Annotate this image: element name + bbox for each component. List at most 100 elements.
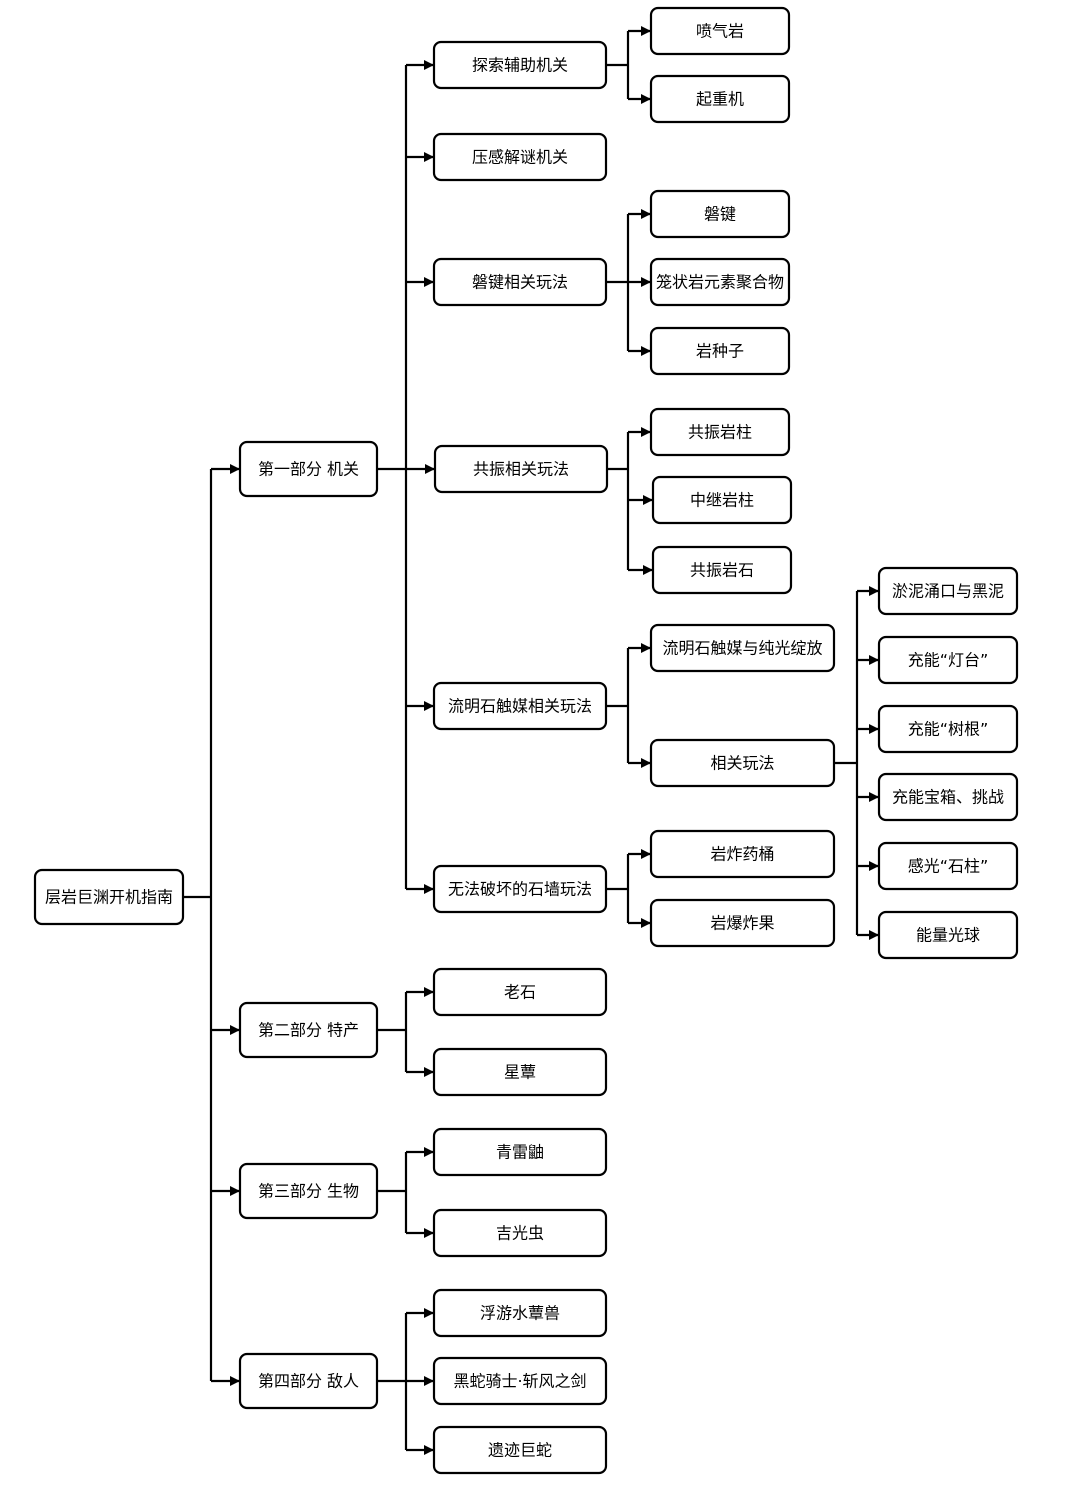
node-parts-0-children-0: 探索辅助机关 (432, 40, 608, 90)
node-label: 老石 (504, 983, 536, 1002)
node-box (877, 704, 1019, 754)
node-parts-0-children-4-children-0: 流明石触媒与纯光绽放 (649, 623, 836, 673)
node-box (649, 326, 791, 376)
node-box (432, 1356, 608, 1406)
node-box (238, 1001, 379, 1059)
node-label: 吉光虫 (496, 1224, 544, 1243)
node-label: 感光“石柱” (908, 857, 989, 876)
node-parts-1: 第二部分 特产 (238, 1001, 379, 1059)
node-label: 第二部分 特产 (258, 1021, 359, 1040)
node-box (877, 635, 1019, 685)
node-box (877, 566, 1019, 616)
node-label: 层岩巨渊开机指南 (45, 888, 173, 907)
node-parts-0-children-5-children-0: 岩炸药桶 (649, 829, 836, 879)
node-parts-2-children-0: 青雷鼬 (432, 1127, 608, 1177)
node-box (651, 475, 793, 525)
node-parts-2: 第三部分 生物 (238, 1162, 379, 1220)
node-box (433, 444, 609, 494)
node-parts-0-children-2-children-2: 岩种子 (649, 326, 791, 376)
node-parts-3-children-2: 遗迹巨蛇 (432, 1425, 608, 1475)
node-label: 岩种子 (696, 342, 744, 361)
node-parts-3: 第四部分 敌人 (238, 1352, 379, 1410)
node-label: 喷气岩 (696, 22, 744, 41)
node-parts-0-children-3-children-0: 共振岩柱 (649, 407, 791, 457)
node-label: 能量光球 (916, 926, 980, 945)
node-parts-0-children-4-children-1-children-3: 充能宝箱、挑战 (877, 772, 1019, 822)
connector-lines (183, 26, 879, 1455)
node-parts-0-children-2: 磐键相关玩法 (432, 257, 608, 307)
node-label: 流明石触媒相关玩法 (448, 697, 592, 716)
node-label: 共振岩石 (690, 561, 754, 580)
node-parts-0-children-3-children-1: 中继岩柱 (651, 475, 793, 525)
node-parts-0-children-5: 无法破坏的石墙玩法 (432, 864, 608, 914)
node-box (649, 738, 836, 788)
node-label: 起重机 (696, 90, 744, 109)
node-box (432, 864, 608, 914)
node-box (33, 868, 185, 926)
node-parts-1-children-0: 老石 (432, 967, 608, 1017)
node-label: 岩炸药桶 (710, 845, 774, 864)
node-parts-0-children-4-children-1-children-0: 淤泥涌口与黑泥 (877, 566, 1019, 616)
node-parts-3-children-1: 黑蛇骑士·斩风之剑 (432, 1356, 608, 1406)
node-parts-0-children-4-children-1-children-5: 能量光球 (877, 910, 1019, 960)
node-box (432, 967, 608, 1017)
node-box (649, 407, 791, 457)
node-label: 共振岩柱 (688, 423, 752, 442)
node-parts-0-children-4-children-1-children-2: 充能“树根” (877, 704, 1019, 754)
node-box (238, 1352, 379, 1410)
node-parts-0-children-2-children-1: 笼状岩元素聚合物 (649, 257, 791, 307)
node-label: 笼状岩元素聚合物 (656, 273, 784, 292)
node-parts-0-children-2-children-0: 磐键 (649, 189, 791, 239)
node-box (649, 829, 836, 879)
node-label: 星蕈 (504, 1063, 536, 1082)
node-parts-0-children-4-children-1-children-4: 感光“石柱” (877, 841, 1019, 891)
node-box (877, 772, 1019, 822)
node-label: 第四部分 敌人 (258, 1372, 359, 1391)
node-box (649, 6, 791, 56)
node-parts-0-children-5-children-1: 岩爆炸果 (649, 898, 836, 948)
node-box (432, 1127, 608, 1177)
node-root: 层岩巨渊开机指南 (33, 868, 185, 926)
node-parts-1-children-1: 星蕈 (432, 1047, 608, 1097)
node-parts-0-children-0-children-1: 起重机 (649, 74, 791, 124)
node-parts-0-children-4-children-1: 相关玩法 (649, 738, 836, 788)
node-box (432, 1288, 608, 1338)
node-box (432, 1425, 608, 1475)
node-box (877, 910, 1019, 960)
node-label: 淤泥涌口与黑泥 (892, 582, 1004, 601)
node-box (649, 257, 791, 307)
node-label: 共振相关玩法 (473, 460, 569, 479)
node-label: 第一部分 机关 (258, 460, 359, 479)
node-parts-0-children-0-children-0: 喷气岩 (649, 6, 791, 56)
node-box (649, 623, 836, 673)
node-label: 探索辅助机关 (472, 56, 568, 75)
node-label: 相关玩法 (710, 754, 774, 773)
node-parts-0-children-3: 共振相关玩法 (433, 444, 609, 494)
node-label: 无法破坏的石墙玩法 (448, 880, 592, 899)
node-label: 充能宝箱、挑战 (892, 788, 1004, 807)
node-label: 第三部分 生物 (258, 1182, 359, 1201)
node-label: 充能“灯台” (908, 651, 989, 670)
node-box (432, 257, 608, 307)
node-label: 浮游水蕈兽 (480, 1304, 560, 1323)
node-box (432, 1208, 608, 1258)
node-label: 黑蛇骑士·斩风之剑 (453, 1372, 586, 1391)
node-box (432, 132, 608, 182)
node-box (238, 1162, 379, 1220)
node-box (649, 898, 836, 948)
node-label: 压感解谜机关 (472, 148, 568, 167)
node-parts-0-children-1: 压感解谜机关 (432, 132, 608, 182)
node-box (432, 1047, 608, 1097)
node-label: 流明石触媒与纯光绽放 (662, 639, 822, 658)
node-box (649, 74, 791, 124)
node-parts-0: 第一部分 机关 (238, 440, 379, 498)
node-label: 磐键 (704, 205, 736, 224)
node-label: 磐键相关玩法 (472, 273, 568, 292)
node-label: 遗迹巨蛇 (488, 1441, 552, 1460)
node-label: 岩爆炸果 (710, 914, 774, 933)
node-box (651, 545, 793, 595)
node-label: 青雷鼬 (496, 1143, 544, 1162)
node-label: 中继岩柱 (690, 491, 754, 510)
